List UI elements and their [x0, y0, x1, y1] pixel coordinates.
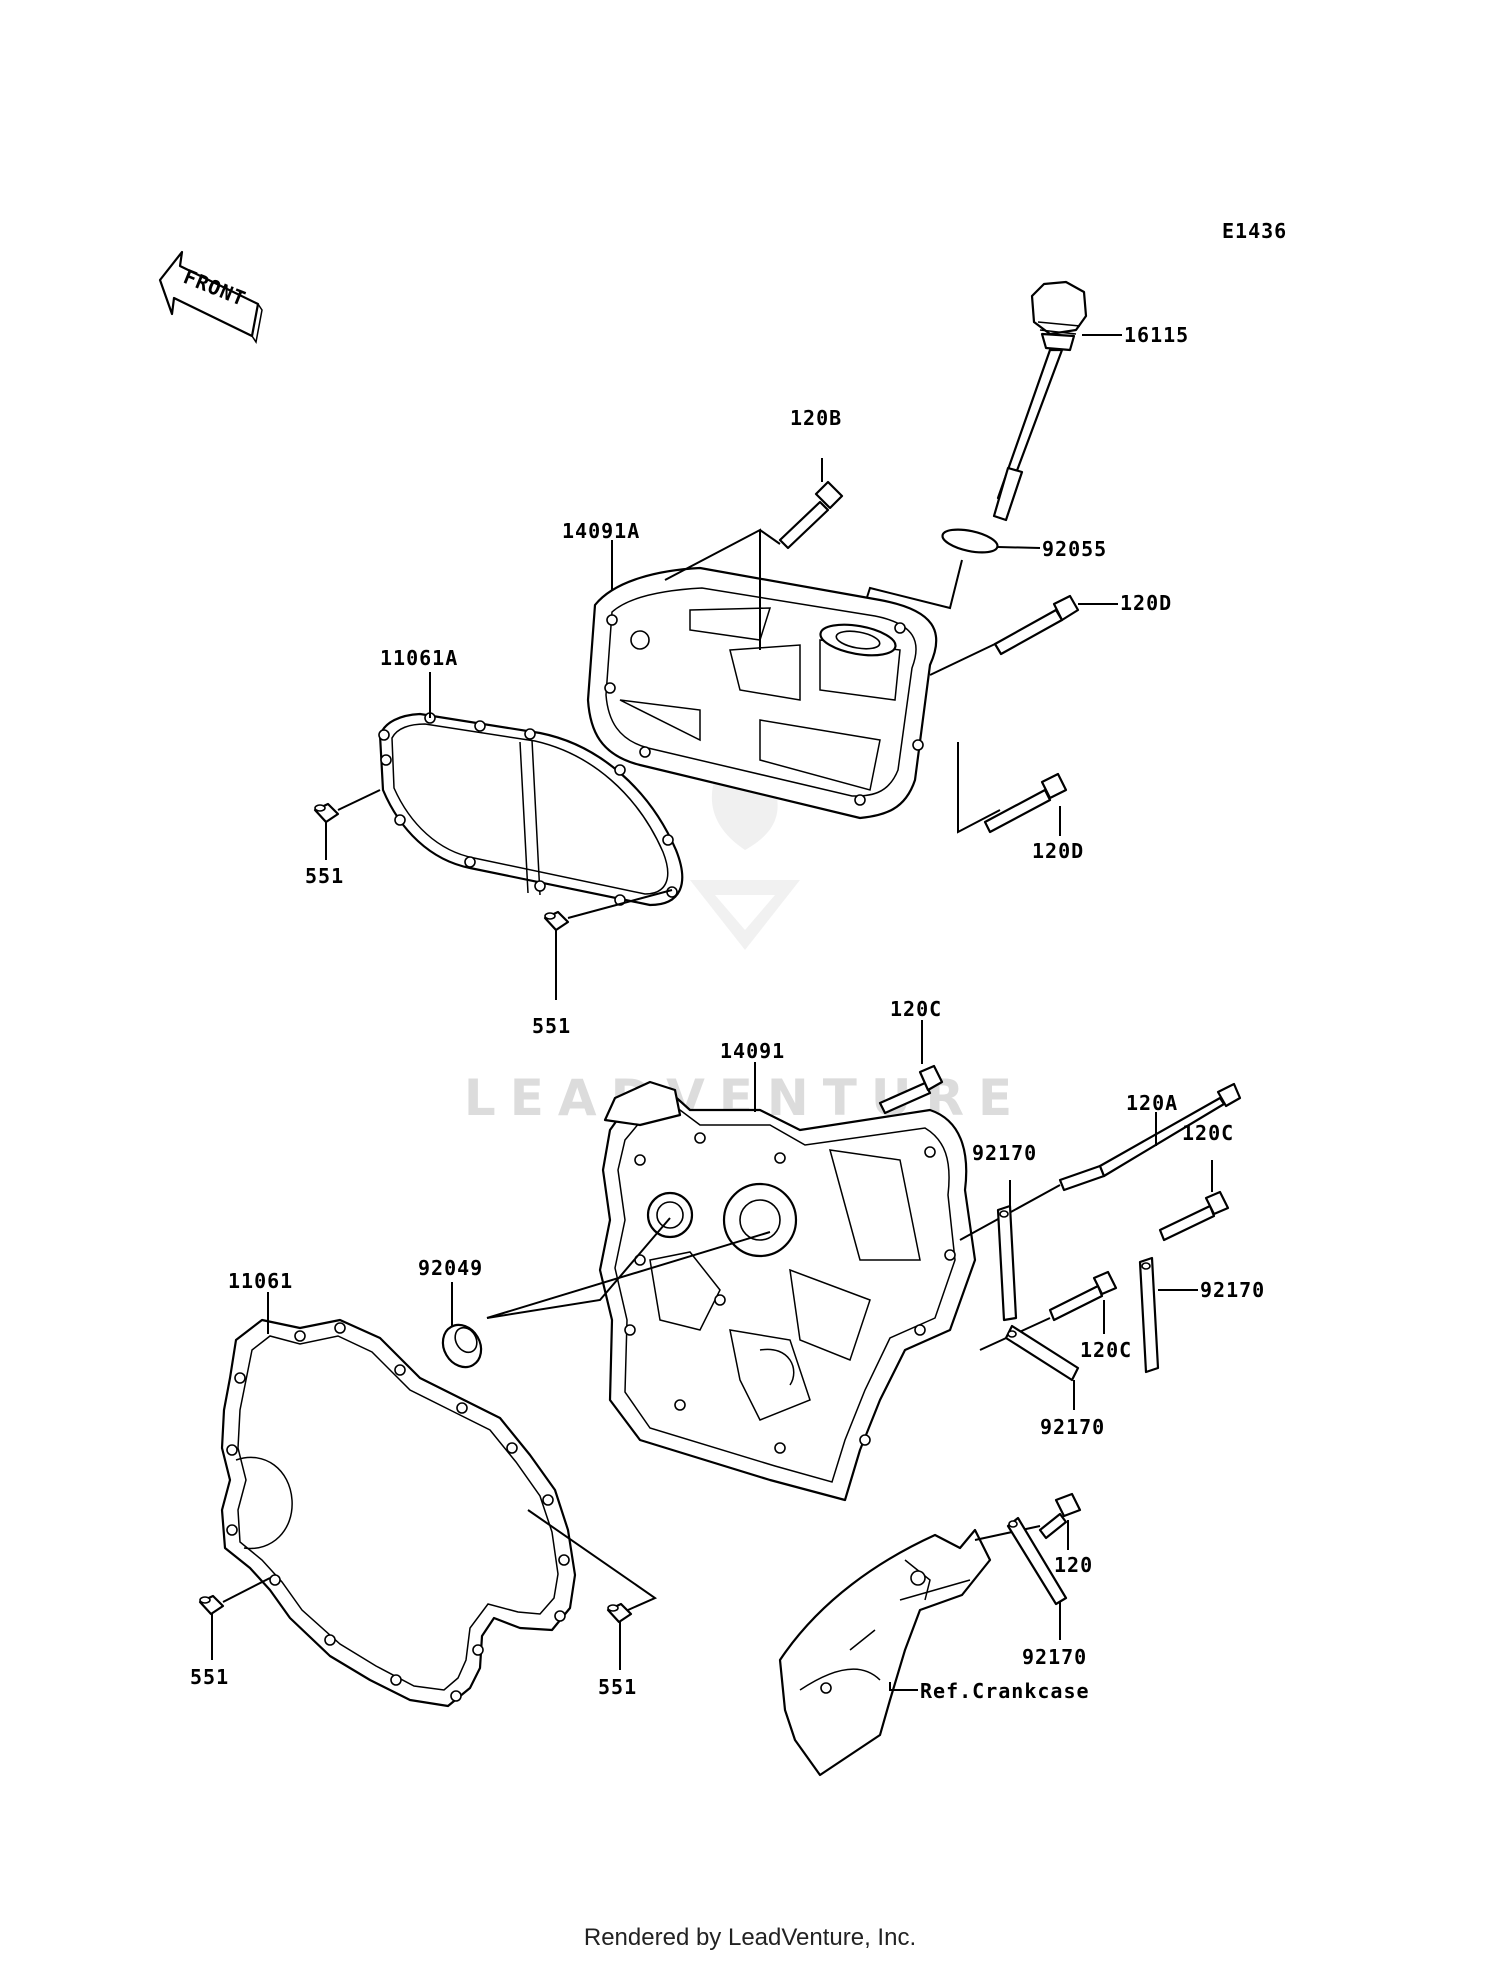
callout-120C-top: 120C [890, 997, 942, 1021]
callout-92049: 92049 [418, 1256, 483, 1280]
dowel-551-b-part [543, 910, 570, 932]
o-ring-part [941, 528, 999, 554]
gasket-11061-part [220, 1318, 577, 1708]
footer-credit: Rendered by LeadVenture, Inc. [584, 1924, 916, 1951]
callout-16115: 16115 [1124, 323, 1189, 347]
dowel-551-c-part [198, 1594, 225, 1616]
callout-11061: 11061 [228, 1269, 293, 1293]
callout-551-a: 551 [305, 864, 344, 888]
callout-551-b: 551 [532, 1014, 571, 1038]
diagram-code: E1436 [1222, 219, 1287, 243]
callout-120: 120 [1054, 1553, 1093, 1577]
oil-dipstick-part [992, 280, 1088, 522]
callout-120C-mid: 120C [1182, 1121, 1234, 1145]
callout-120D-low: 120D [1032, 839, 1084, 863]
bracket-92170-c-part [1004, 1324, 1080, 1382]
callout-120C-low: 120C [1080, 1338, 1132, 1362]
bracket-92170-a-part [996, 1204, 1018, 1322]
callout-14091A: 14091A [562, 519, 640, 543]
bolt-120C-low-part [1048, 1270, 1118, 1322]
crankcase-reference-part [778, 1528, 992, 1777]
callout-92170-d: 92170 [1022, 1645, 1087, 1669]
callout-120D-top: 120D [1120, 591, 1172, 615]
bolt-120D-low-part [983, 772, 1068, 834]
outer-cover-14091A-part [586, 566, 938, 820]
callout-11061A: 11061A [380, 646, 458, 670]
bolt-120-part [1038, 1492, 1082, 1540]
callout-92055: 92055 [1042, 537, 1107, 561]
bolt-120D-top-part [993, 594, 1080, 656]
bracket-92170-b-part [1138, 1256, 1160, 1374]
bolt-120A-part [1058, 1082, 1242, 1192]
callout-92170-b: 92170 [1200, 1278, 1265, 1302]
callout-14091: 14091 [720, 1039, 785, 1063]
bolt-120B-part [778, 480, 844, 550]
dowel-551-a-part [313, 802, 340, 824]
callout-120A: 120A [1126, 1091, 1178, 1115]
callout-551-c: 551 [190, 1665, 229, 1689]
callout-92170-a: 92170 [972, 1141, 1037, 1165]
gasket-11061A-part [378, 712, 684, 907]
bolt-120C-mid-part [1158, 1190, 1230, 1242]
bolt-120C-top-part [878, 1064, 944, 1115]
callout-ref-crankcase: Ref.Crankcase [920, 1679, 1090, 1703]
callout-120B: 120B [790, 406, 842, 430]
callout-92170-c: 92170 [1040, 1415, 1105, 1439]
dowel-551-d-part [606, 1602, 633, 1624]
inner-cover-14091-part [598, 1080, 977, 1502]
oil-seal-92049-part [441, 1323, 483, 1369]
callout-551-d: 551 [598, 1675, 637, 1699]
front-arrow-icon: FRONT [158, 250, 263, 344]
bracket-92170-d-part [1006, 1516, 1068, 1606]
